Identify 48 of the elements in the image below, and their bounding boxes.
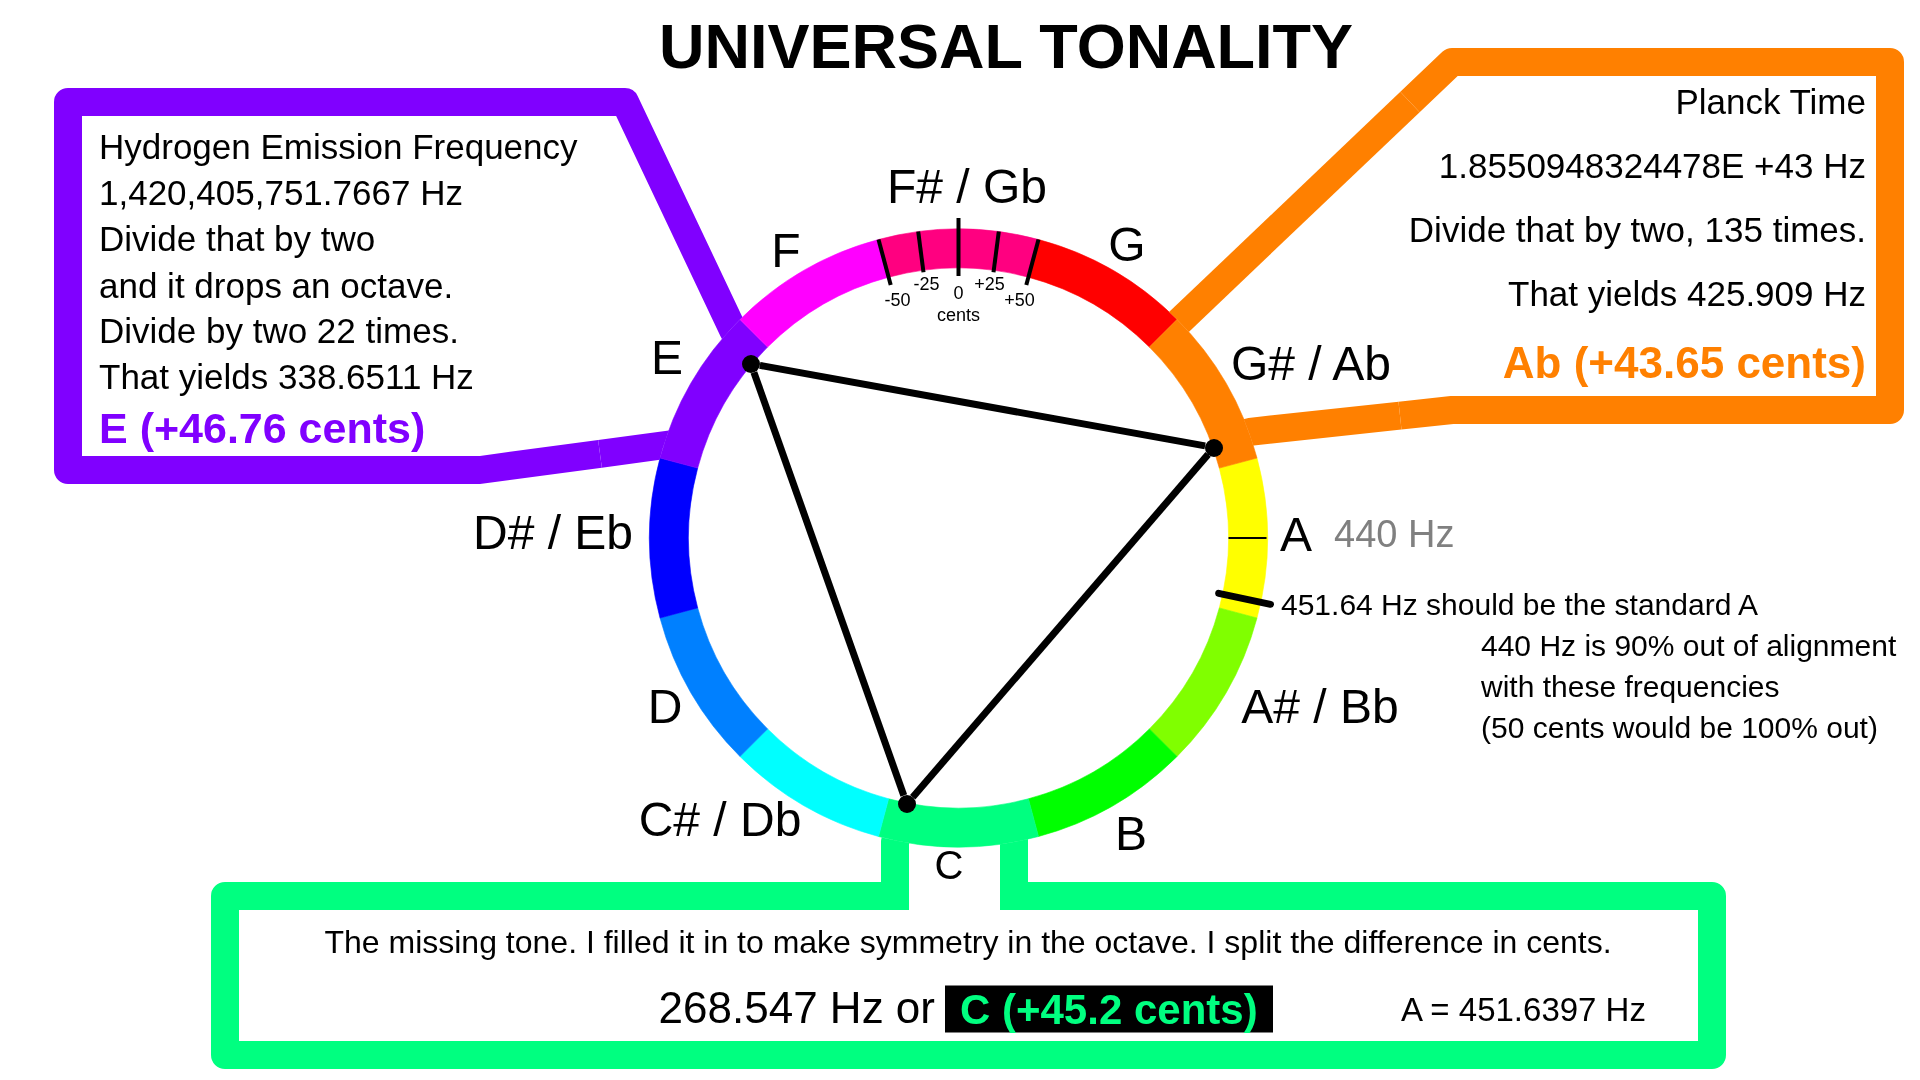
callout-text: Planck Time: [1675, 81, 1866, 123]
frequency-label: 440 Hz: [1334, 513, 1455, 557]
note-label: G# / Ab: [1230, 336, 1392, 392]
result-text: Ab (+43.65 cents): [1502, 337, 1866, 389]
vertex-dot: [897, 795, 916, 813]
callout-text: Divide that by two, 135 times.: [1408, 209, 1866, 251]
result-text: E (+46.76 cents): [99, 404, 426, 454]
note-label: B: [1115, 806, 1147, 862]
note-label: A# / Bb: [1241, 679, 1399, 735]
callout-text: and it drops an octave.: [99, 265, 454, 307]
callout-text: Divide by two 22 times.: [99, 310, 459, 352]
title: UNIVERSAL TONALITY: [658, 12, 1354, 82]
callout-text: A = 451.6397 Hz: [1401, 991, 1646, 1029]
callout-text: 1,420,405,751.7667 Hz: [99, 172, 463, 214]
triangle-line: [750, 371, 908, 797]
triangle-line: [910, 452, 1211, 800]
note-label: C: [934, 848, 964, 882]
callout-text: That yields 425.909 Hz: [1508, 273, 1866, 315]
callout-box: [54, 88, 602, 484]
scale-label: +50: [1004, 289, 1035, 311]
annotation-text: 440 Hz is 90% out of alignment with these frequencies: [1481, 628, 1898, 705]
callout-text: 268.547 Hz or: [658, 982, 935, 1034]
note-label: D# / Eb: [472, 505, 634, 561]
callout-box: [1398, 48, 1904, 430]
annotation-text: 451.64 Hz should be the standard A: [1281, 587, 1758, 623]
vertex-dot: [1205, 438, 1223, 457]
note-label: F# / Gb: [886, 159, 1048, 215]
scale-label: -25: [913, 273, 940, 295]
callout-text: 1.8550948324478E +43 Hz: [1438, 145, 1866, 187]
note-label: A: [1280, 507, 1312, 563]
scale-label: 0: [953, 282, 964, 304]
note-label: E: [651, 330, 683, 386]
note-label: F: [771, 223, 801, 279]
scale-label: -50: [884, 289, 911, 311]
callout-text: That yields 338.6511 Hz: [99, 356, 474, 398]
callout-text: Divide that by two: [99, 218, 376, 260]
scale-label: +25: [974, 273, 1005, 295]
callout-text: The missing tone. I filled it in to make symmetry in the octave. I split the difference in cents.: [324, 923, 1612, 961]
note-label: C# / Db: [638, 792, 802, 848]
note-label: G: [1108, 217, 1146, 273]
vertex-dot: [741, 354, 760, 373]
annotation-text: (50 cents would be 100% out): [1481, 710, 1878, 746]
triangle-line: [759, 361, 1206, 450]
callout-box: [211, 882, 1726, 1069]
callout-text: Hydrogen Emission Frequency: [99, 126, 578, 168]
highlighted-result: C (+45.2 cents): [945, 985, 1273, 1033]
note-label: D: [647, 679, 683, 735]
unit-label: cents: [937, 304, 980, 326]
